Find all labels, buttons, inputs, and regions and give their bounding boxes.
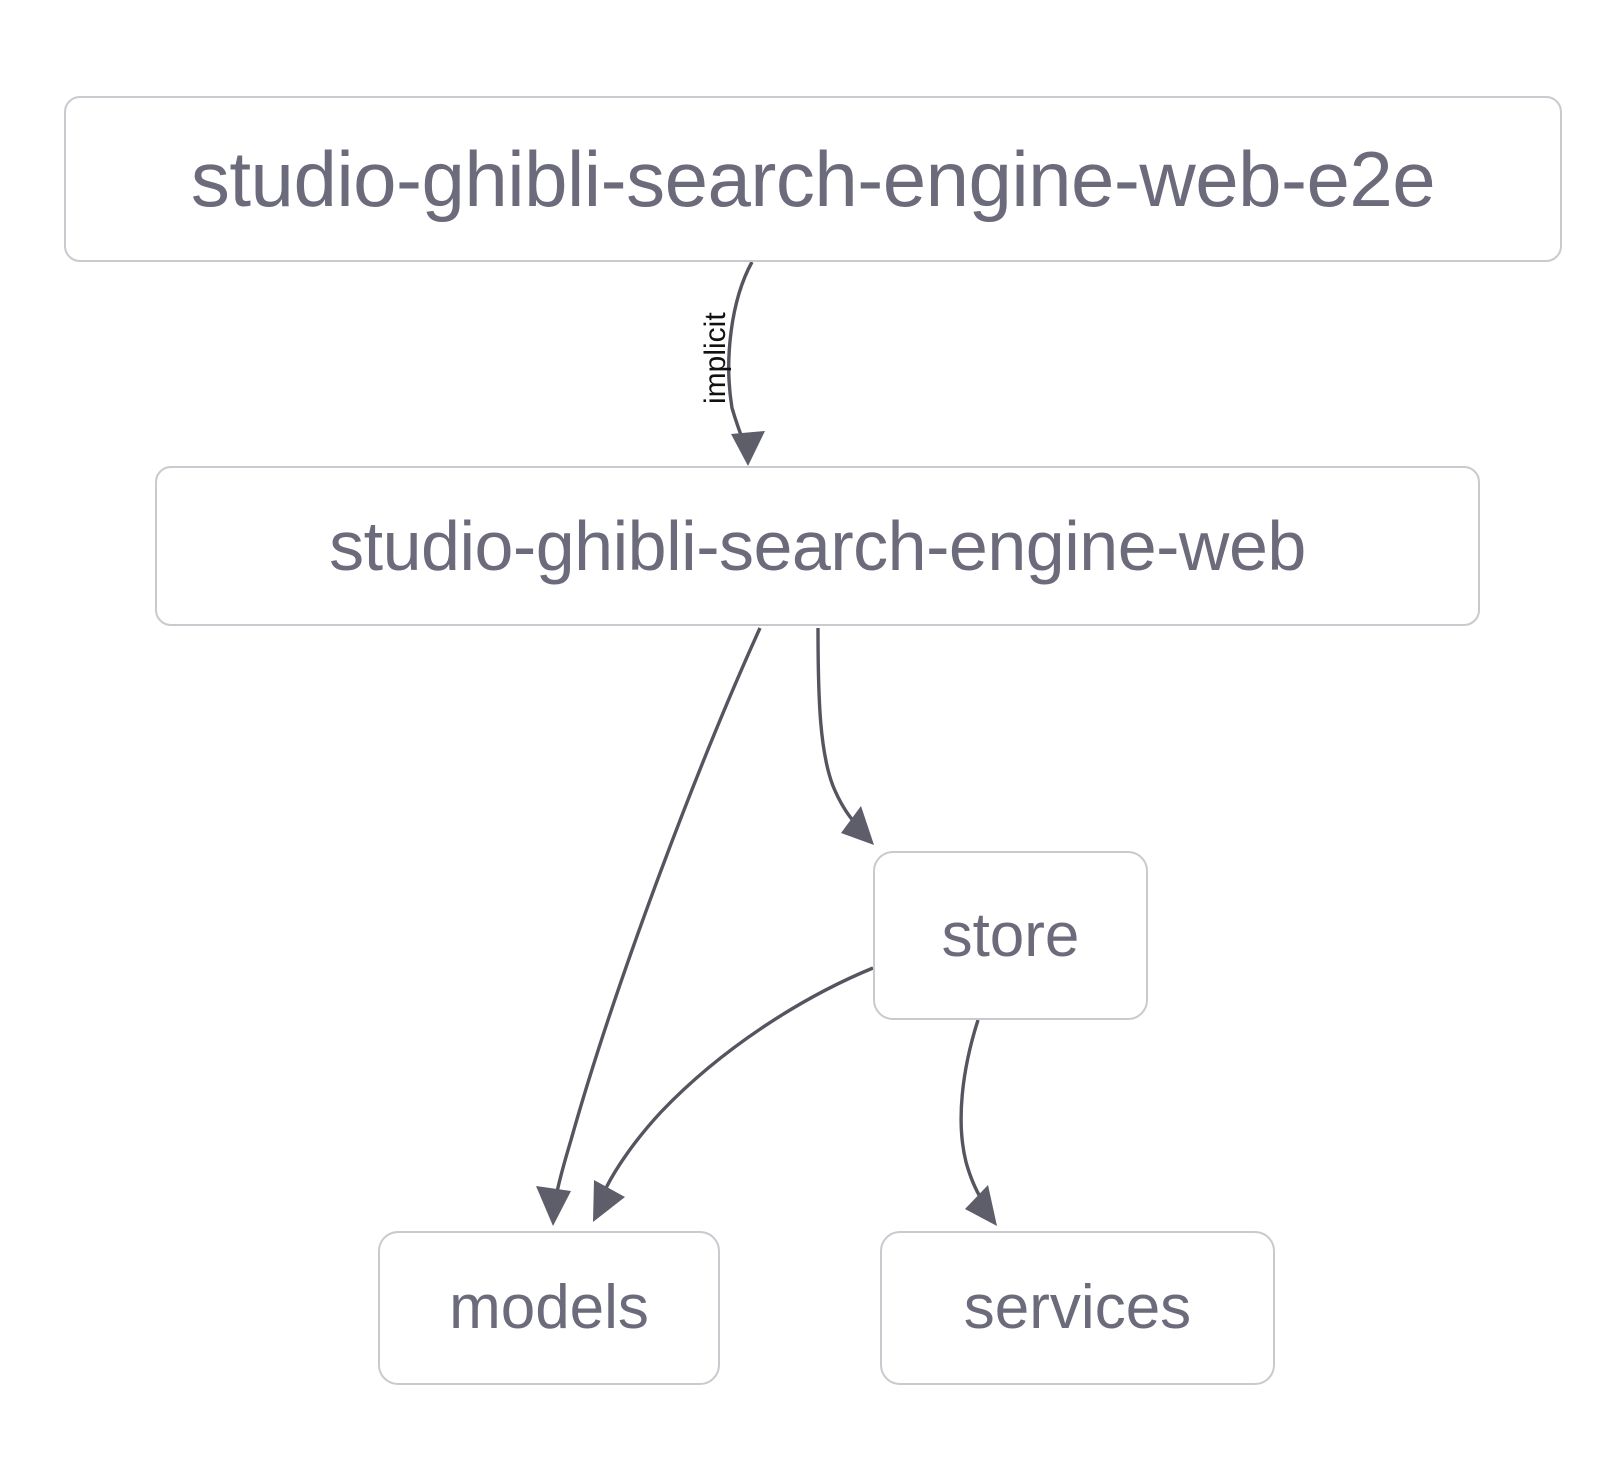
node-studio-ghibli-search-engine-web-e2e[interactable]: studio-ghibli-search-engine-web-e2e	[64, 96, 1562, 262]
node-label-services: services	[963, 1273, 1192, 1342]
node-services[interactable]: services	[880, 1231, 1275, 1385]
node-models[interactable]: models	[378, 1231, 720, 1385]
node-label-e2e: studio-ghibli-search-engine-web-e2e	[190, 135, 1436, 223]
node-studio-ghibli-search-engine-web[interactable]: studio-ghibli-search-engine-web	[155, 466, 1480, 626]
node-label-store: store	[941, 900, 1080, 970]
node-store[interactable]: store	[873, 851, 1148, 1020]
node-label-models: models	[449, 1273, 649, 1342]
node-label-web: studio-ghibli-search-engine-web	[329, 507, 1306, 585]
